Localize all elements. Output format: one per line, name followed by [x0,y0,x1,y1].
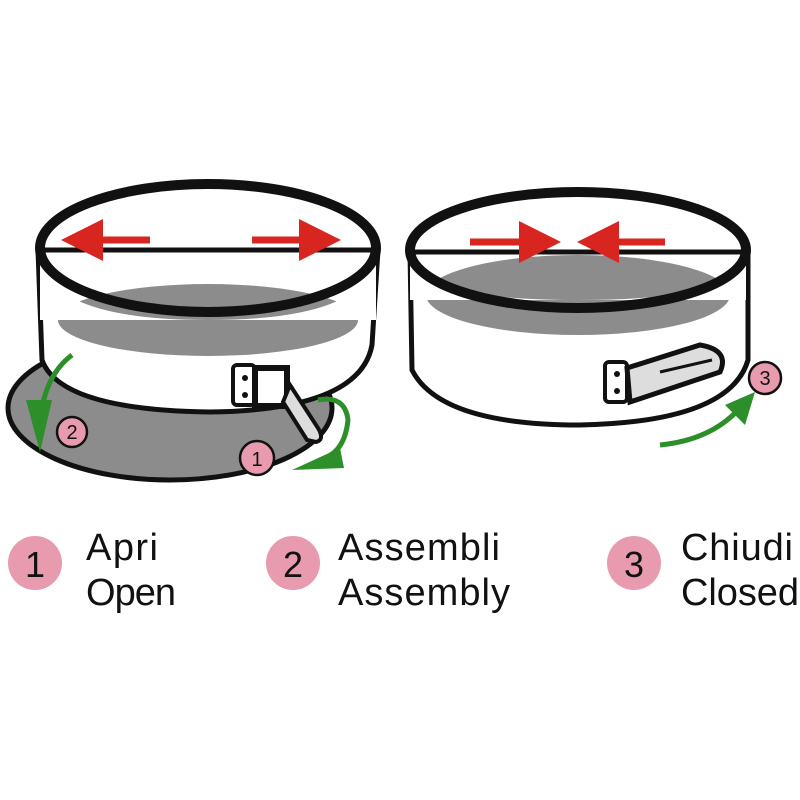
pan-rim [35,179,381,317]
legend-step-2: 2 Assembli Assembly [266,527,510,614]
pan-rim [405,187,751,313]
small-badge-3-text: 3 [759,368,770,390]
step-3-number: 3 [624,544,644,585]
step-2-label-en: Assembly [338,572,510,614]
small-badge-3: 3 [747,360,783,396]
legend-step-3: 3 Chiudi Closed [607,527,799,614]
step-2-label-it: Assembli [338,527,500,569]
green-arrow-close [659,408,740,448]
step-3-label-en: Closed [681,572,799,614]
green-arrowhead [725,392,755,425]
step-1-label-it: Apri [86,527,158,569]
small-badge-1: 1 [238,439,276,477]
pan-floor [426,255,730,335]
latch-closed [603,342,725,406]
closed-pan-illustration: 3 [405,187,783,448]
legend-step-1: 1 Apri Open [8,527,176,614]
small-badge-2-text: 2 [66,422,77,444]
step-3-label-it: Chiudi [681,527,793,569]
small-badge-2: 2 [55,415,89,449]
green-arrowhead-down [26,400,52,452]
open-pan-illustration: 2 1 [5,179,381,483]
latch-open [231,363,323,445]
small-badge-1-text: 1 [251,449,262,471]
step-1-label-en: Open [86,572,176,614]
green-arrowhead [292,448,344,470]
step-2-number: 2 [283,544,303,585]
step-1-number: 1 [25,544,45,585]
